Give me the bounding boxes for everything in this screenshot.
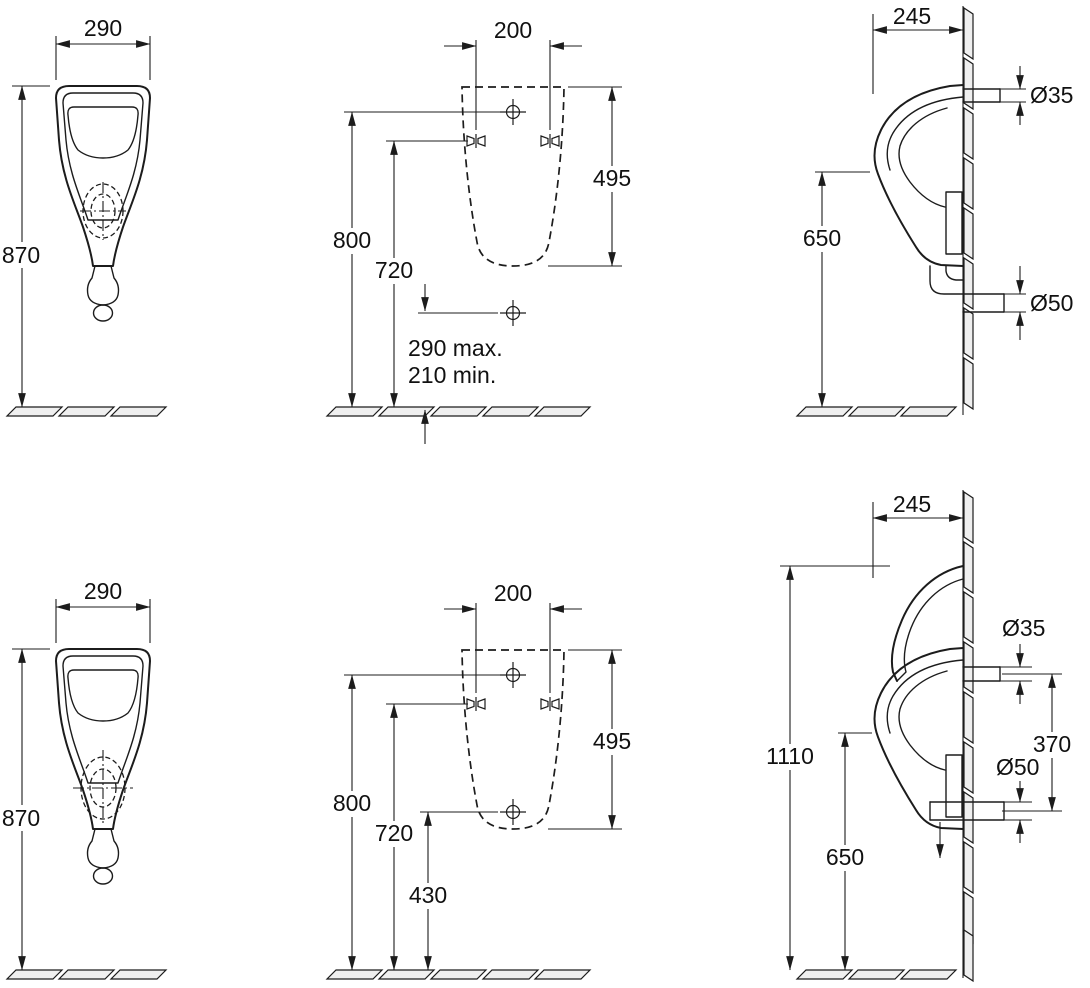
dim-width-label: 290: [84, 578, 122, 604]
dim-800-label: 800: [333, 790, 371, 816]
dim-body-height-label: 495: [593, 165, 631, 191]
dim-rim-height-label: 650: [803, 225, 841, 251]
dim-height-label: 870: [2, 242, 40, 268]
dim-rim-height-label: 650: [826, 844, 864, 870]
top-front-view: 290 870: [0, 15, 166, 416]
top-plan-view: 200 495 800 720 290 max. 210 min.: [327, 17, 635, 444]
bottom-side-view: 245 Ø35 Ø50 370 1110 650: [763, 490, 1078, 982]
dim-370-label: 370: [1033, 731, 1071, 757]
dim-inlet-dia-label: Ø35: [1030, 82, 1073, 108]
dim-width-label: 290: [84, 15, 122, 41]
dim-720-label: 720: [375, 257, 413, 283]
dim-outlet-max-label: 290 max.: [408, 335, 503, 361]
dim-overall-height-label: 1110: [766, 743, 814, 769]
dim-outlet-dia-label: Ø50: [996, 754, 1039, 780]
bottom-front-view: 290 870: [0, 578, 166, 979]
dim-720-label: 720: [375, 820, 413, 846]
dim-height-label: 870: [2, 805, 40, 831]
dim-inlet-dia-label: Ø35: [1002, 615, 1045, 641]
dim-800-label: 800: [333, 227, 371, 253]
dim-outlet-min-label: 210 min.: [408, 362, 496, 388]
dim-depth-label: 245: [893, 491, 931, 517]
dim-outlet-dia-label: Ø50: [1030, 290, 1073, 316]
dim-hole-spacing-label: 200: [494, 17, 532, 43]
top-side-view: 245 Ø35 650 Ø50: [796, 3, 1084, 417]
dim-body-height-label: 495: [593, 728, 631, 754]
dim-hole-spacing-label: 200: [494, 580, 532, 606]
bottom-plan-view: 200 495 800 720 430: [327, 580, 635, 979]
dim-430-label: 430: [409, 882, 447, 908]
dim-depth-label: 245: [893, 3, 931, 29]
